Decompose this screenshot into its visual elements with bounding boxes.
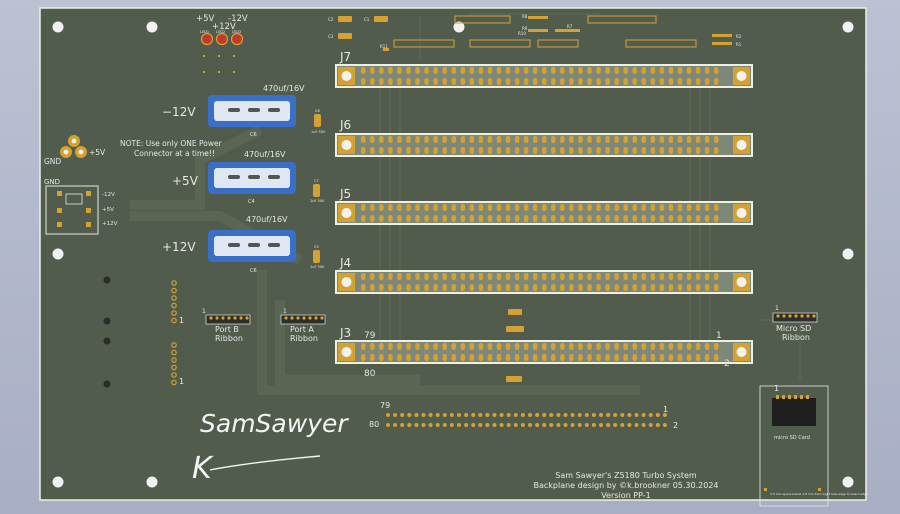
part-r10: R10 [518, 31, 526, 36]
part-r1: R1 [736, 42, 742, 47]
cap-value-2: 470uf/16V [244, 150, 286, 159]
molex-gnd-label: GND [44, 178, 60, 186]
board-title-line3: Version PP-1 [601, 491, 650, 500]
bypass-caps [506, 309, 524, 382]
cap-minus12: −12V 470uf/16V C6 C8 1uF 50V [162, 84, 326, 138]
rail-label-minus12: −12V [162, 105, 196, 119]
cap-small-val-3: 1uF 50V [310, 265, 325, 269]
edge-pin1: 1 [663, 405, 668, 414]
board-title-line2: Backplane design by ©k.brookner 05.30.20… [533, 481, 718, 490]
sd-module-label: micro SD Card [774, 435, 810, 441]
part-c1: C1 [364, 17, 370, 22]
micro-sd-label: Micro SD [776, 324, 811, 333]
cap-ref-3: C6 [250, 268, 257, 274]
molex-pin-plus12: +12V [102, 221, 118, 227]
pcb-board [39, 7, 867, 501]
cap-small-ref-2: C7 [314, 179, 319, 183]
part-c3: C3 [328, 34, 334, 39]
cap-ref-2: C4 [248, 199, 255, 205]
rail-label-plus12: +12V [162, 240, 196, 254]
side-header-2-pin1: 1 [179, 377, 184, 386]
cap-small-ref-1: C8 [315, 109, 320, 113]
slot-label-j4: J4 [339, 256, 351, 270]
slot-j3-pin80: 80 [364, 369, 376, 379]
part-c2: C2 [328, 17, 334, 22]
cap-value-1: 470uf/16V [263, 84, 305, 93]
led-label-5v: +5V [196, 14, 215, 24]
side-header-1-pin1: 1 [179, 316, 184, 325]
led-group: +5V -12V +12V LED1 LED2 LED3 [196, 14, 248, 73]
sd-module-note: 2.5 mm space below 1.8 mm from sight hol… [770, 492, 868, 496]
top-components: C2 C1 C3 R8 R9 R10 R7 R11 R2 R1 [328, 14, 742, 51]
edge-pin80: 80 [369, 420, 379, 429]
port-a-label: Port A [290, 325, 314, 334]
cap-plus12: +12V 470uf/16V C6 C5 1uF 50V [162, 215, 325, 274]
molex-pin-plus5: +5V [102, 207, 114, 213]
port-b-label: Port B [215, 325, 239, 334]
slot-connector-1 [335, 64, 753, 88]
led-icon [200, 32, 244, 46]
part-r7: R7 [567, 24, 573, 29]
slot-j3-pin2: 2 [724, 359, 730, 369]
side-headers: 1 1 [103, 276, 184, 388]
port-a-sublabel: Ribbon [290, 334, 318, 343]
rail-label-plus5: +5V [172, 174, 199, 188]
signature-initial: K [192, 451, 214, 486]
slot-j3-pin1: 1 [716, 331, 722, 341]
expansion-slots [335, 64, 753, 364]
part-r9: R9 [522, 26, 528, 31]
slot-label-j6: J6 [339, 118, 351, 132]
slot-connector-2 [335, 133, 753, 157]
edge-pin2: 2 [673, 421, 678, 430]
port-b-header: 1 Port B Ribbon [202, 308, 251, 343]
cap-ref-1: C6 [250, 132, 257, 138]
cap-plus5: +5V 470uf/16V C4 C7 1uF 50V [172, 150, 325, 205]
part-r8: R8 [522, 14, 528, 19]
molex-pin-minus12: -12V [102, 192, 115, 198]
micro-sd-header: 1 Micro SD Ribbon [772, 305, 818, 342]
led-label-12v: +12V [212, 22, 236, 32]
slot-label-j3: J3 [339, 326, 351, 340]
cap-value-3: 470uf/16V [246, 215, 288, 224]
slot-connector-3 [335, 201, 753, 225]
micro-sd-module: 1 micro SD Card 2.5 mm space below 1.8 m… [759, 384, 868, 507]
led-label-minus12v: -12V [228, 14, 248, 24]
designer-signature: SamSawyer K [192, 409, 349, 486]
edge-pin79: 79 [380, 401, 390, 410]
led-ref-2: LED2 [216, 30, 225, 34]
micro-sd-sublabel: Ribbon [782, 333, 810, 342]
port-a-header: 1 Port A Ribbon [280, 308, 326, 343]
led-ref-3: LED3 [232, 30, 241, 34]
slot-j3-pin79: 79 [364, 331, 376, 341]
led-ref-1: LED1 [200, 30, 209, 34]
sd-module-pin1: 1 [774, 384, 779, 393]
slot-label-j7: J7 [339, 50, 351, 64]
part-r2: R2 [736, 34, 742, 39]
slot-connector-4 [335, 270, 753, 294]
board-title-line1: Sam Sawyer's Z5180 Turbo System [555, 471, 697, 480]
micro-sd-pin1: 1 [775, 305, 779, 312]
port-a-pin1: 1 [283, 308, 287, 315]
signature-text: SamSawyer [200, 409, 349, 438]
card-edge-connector: 79 80 1 2 [369, 401, 678, 430]
cap-small-val-2: 1uF 50V [310, 199, 325, 203]
slot-connector-5 [335, 340, 753, 364]
cap-small-val-1: 1uF 50V [311, 130, 326, 134]
cap-small-ref-3: C5 [314, 245, 319, 249]
part-r11: R11 [380, 44, 388, 49]
slot-label-j5: J5 [339, 187, 351, 201]
power-input-group: GND +5V NOTE: Use only ONE Power Connect… [44, 135, 223, 235]
mounting-holes [52, 21, 854, 488]
gnd-terminal-label: GND [44, 157, 61, 166]
plus5-terminal-label: +5V [89, 148, 106, 157]
power-note-line1: NOTE: Use only ONE Power [120, 139, 223, 148]
molex-connector [45, 185, 99, 235]
port-b-sublabel: Ribbon [215, 334, 243, 343]
power-note-line2: Connector at a time!! [134, 149, 215, 158]
port-b-pin1: 1 [202, 308, 206, 315]
